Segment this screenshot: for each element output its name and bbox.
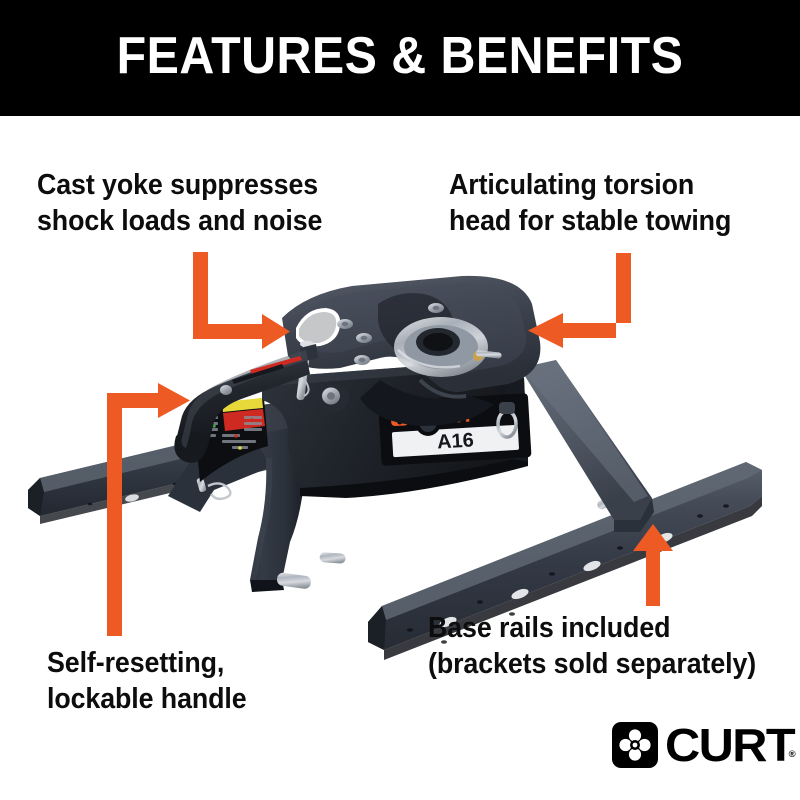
hitch-head-yoke [360,378,494,426]
curt-wordmark: CURT ® [665,719,796,771]
rail-mount-pin-left [319,552,346,564]
product-model-label: A16 [437,429,475,453]
callout-lockable-handle-line1: Self-resetting, [47,647,225,679]
cast-yoke-pivot [319,384,349,412]
curt-wordmark-text: CURT [665,719,796,771]
rail-pin-clip [196,477,232,501]
callout-lockable-handle: Self-resetting, lockable handle [47,645,247,717]
hitch-pull-ring [496,402,518,439]
release-handle [174,344,318,463]
callout-torsion-head: Articulating torsion head for stable tow… [449,167,731,239]
callout-base-rails-line2: (brackets sold separately) [428,648,757,680]
hitch-support-arm-right [520,360,654,532]
product-image-fifth-wheel-hitch: CURT A16 [0,250,800,670]
trademark-symbol: ® [788,749,796,759]
hitch-base-hardware [276,572,311,589]
callout-cast-yoke: Cast yoke suppresses shock loads and noi… [37,167,322,239]
header-banner: FEATURES & BENEFITS [0,0,800,116]
callout-torsion-head-line1: Articulating torsion [449,169,695,201]
base-rail-front [319,462,762,660]
callout-cast-yoke-line2: shock loads and noise [37,205,323,237]
callout-cast-yoke-line1: Cast yoke suppresses [37,169,319,201]
page-title: FEATURES & BENEFITS [116,27,684,85]
kingpin-mechanism [394,317,502,377]
head-bolts [337,303,444,365]
hitch-illustration: CURT A16 [28,275,762,660]
curt-logo: CURT ® [612,718,796,772]
curt-clover-icon [612,722,658,768]
callout-base-rails: Base rails included (brackets sold separ… [428,610,756,682]
callout-lockable-handle-line2: lockable handle [47,683,247,715]
callout-torsion-head-line2: head for stable towing [449,205,732,237]
callout-base-rails-line1: Base rails included [428,612,671,644]
